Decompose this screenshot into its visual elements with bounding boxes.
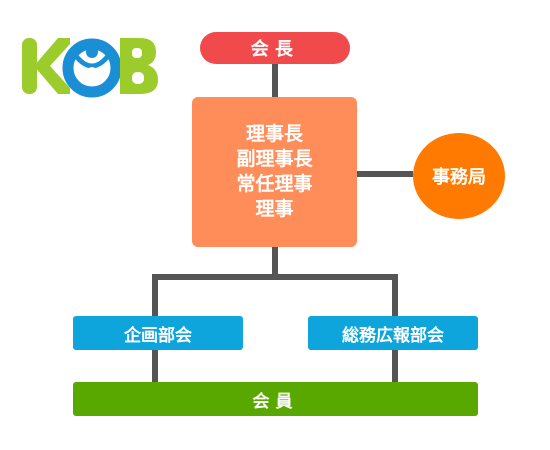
board-item-riji: 理事 [255,198,294,220]
node-kaiin: 会員 [73,382,478,416]
logo-letter-b [120,38,158,94]
node-kikaku-bukai: 企画部会 [73,316,243,350]
connector-kaicho-board [272,64,278,97]
board-item-fukurijicho: 副理事長 [236,148,313,170]
node-board: 理事長 副理事長 常任理事 理事 [192,97,357,247]
logo-letter-k [22,38,70,94]
board-item-joninriji: 常任理事 [236,173,313,195]
connector-somu-kaiin [392,350,398,382]
node-jimukyoku: 事務局 [413,133,505,219]
connector-board-jimukyoku [357,171,413,177]
logo-letter-o [62,38,122,98]
connector-kikaku-kaiin [152,350,158,382]
connector-horizontal-bar [152,274,398,280]
board-item-rijicho: 理事長 [245,123,303,145]
connector-right-drop [392,274,398,316]
kob-logo [22,38,158,98]
node-somu-koho-bukai: 総務広報部会 [308,316,478,350]
connector-left-drop [152,274,158,316]
node-kaicho: 会長 [200,32,350,64]
connector-board-down [272,247,278,277]
